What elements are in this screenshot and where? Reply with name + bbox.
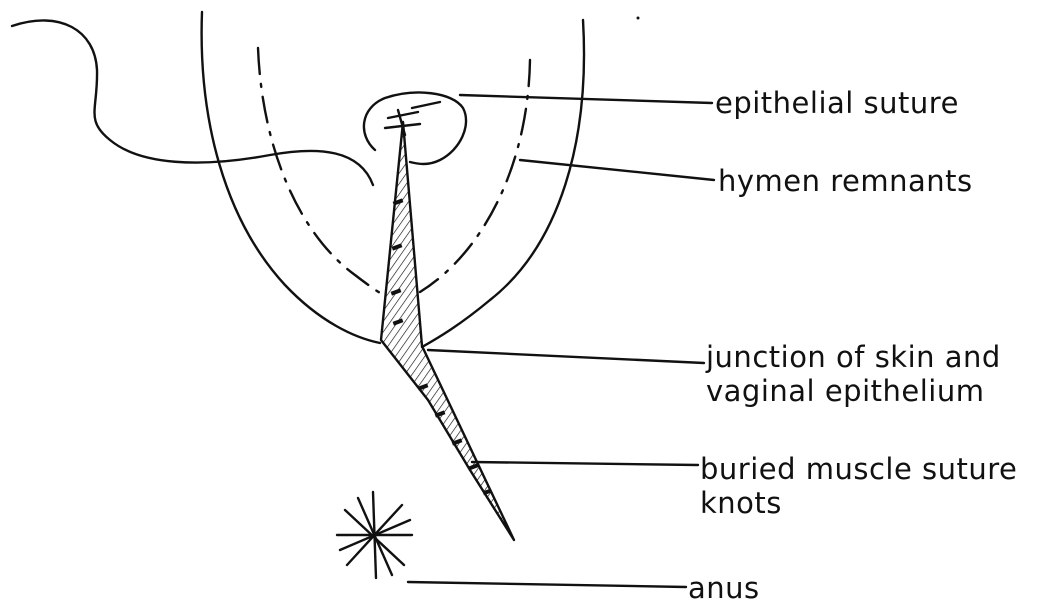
suture-knot-ties xyxy=(385,102,440,135)
label-anus: anus xyxy=(688,571,760,605)
label-buried-line2: knots xyxy=(700,486,1017,520)
epithelial-suture-loop xyxy=(364,93,466,164)
leader-junction xyxy=(428,350,704,363)
label-epithelial-suture: epithelial suture xyxy=(715,86,959,120)
label-junction-line2: vaginal epithelium xyxy=(706,374,1001,408)
label-junction-line1: junction of skin and xyxy=(706,340,1001,374)
label-buried-line1: buried muscle suture xyxy=(700,452,1017,486)
leader-epithelial-suture xyxy=(460,95,712,103)
label-junction: junction of skin and vaginal epithelium xyxy=(706,340,1001,408)
label-hymen-remnants: hymen remnants xyxy=(718,164,973,198)
stray-mark xyxy=(637,17,640,20)
outer-outline-right xyxy=(422,20,584,347)
leader-hymen-remnants xyxy=(520,160,714,180)
outer-outline xyxy=(202,12,380,343)
label-buried-knots: buried muscle suture knots xyxy=(700,452,1017,520)
leader-anus xyxy=(408,582,686,587)
suture-thread xyxy=(12,20,373,185)
leader-buried-knots xyxy=(472,462,698,465)
anus-symbol xyxy=(337,492,412,578)
